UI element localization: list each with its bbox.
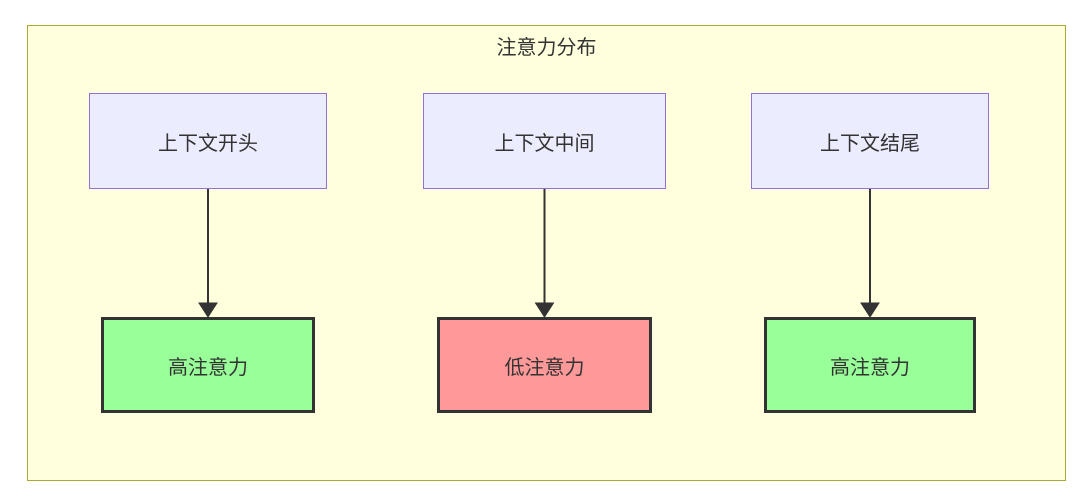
node-context-end: 上下文结尾 <box>751 93 989 189</box>
node-context-begin: 上下文开头 <box>89 93 327 189</box>
node-context-middle: 上下文中间 <box>423 93 666 189</box>
node-low-attention-middle: 低注意力 <box>437 317 652 413</box>
node-high-attention-end: 高注意力 <box>764 317 976 413</box>
node-high-attention-begin: 高注意力 <box>101 317 315 413</box>
diagram-title: 注意力分布 <box>496 37 597 59</box>
